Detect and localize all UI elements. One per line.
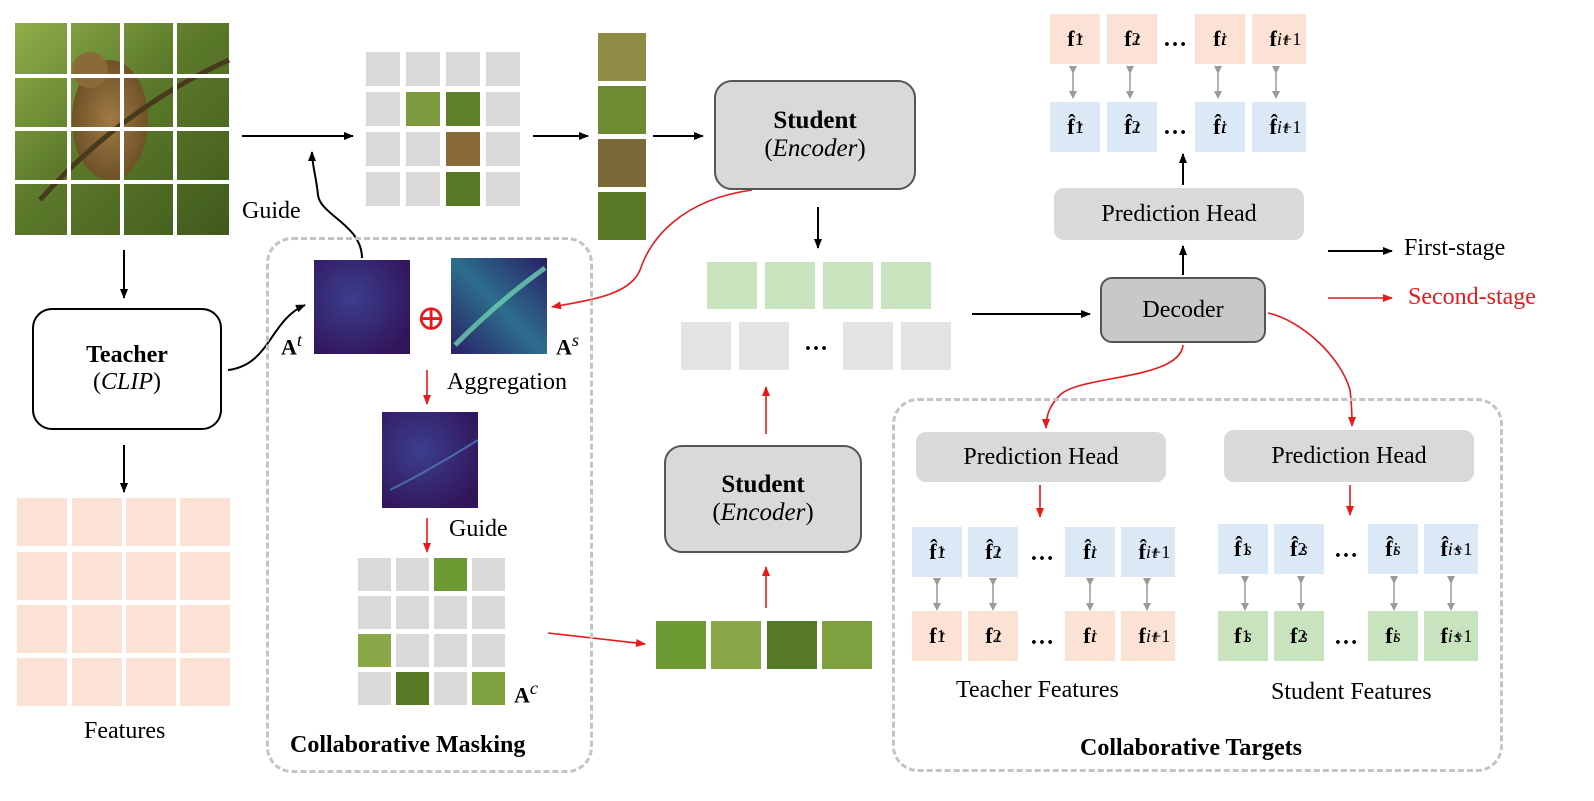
- decoder-label: Decoder: [1142, 296, 1224, 323]
- dots: …: [1334, 624, 1358, 650]
- teacher-feature-grid: [17, 498, 230, 706]
- collab-mask-grid: [358, 558, 505, 705]
- features-label: Features: [84, 718, 166, 744]
- token-dots: …: [804, 330, 828, 356]
- guide-label-mid: Guide: [449, 516, 508, 542]
- collab-targets-label: Collaborative Targets: [1080, 735, 1302, 761]
- decoder-box: Decoder: [1100, 277, 1266, 343]
- legend-second-stage: Second-stage: [1408, 284, 1536, 310]
- student-bottom-title: Student: [721, 471, 805, 498]
- visible-patches-top: [598, 33, 646, 240]
- attn-student-label: As: [556, 330, 580, 360]
- legend-first-stage: First-stage: [1404, 235, 1506, 261]
- dots: …: [1334, 537, 1358, 563]
- aggregation-label: Aggregation: [447, 369, 567, 395]
- visible-patches-bottom: [656, 621, 872, 669]
- attn-teacher-label: At: [281, 330, 302, 360]
- collab-masking-label: Collaborative Masking: [290, 732, 526, 758]
- dots: …: [1030, 624, 1054, 650]
- teacher-features-label: Teacher Features: [956, 677, 1119, 703]
- student-features-label: Student Features: [1271, 679, 1432, 705]
- dots: …: [1163, 26, 1187, 52]
- prediction-head-top: Prediction Head: [1054, 188, 1304, 240]
- student-bottom-sub: (Encoder): [712, 499, 814, 526]
- attn-collab-label: Ac: [514, 678, 539, 708]
- student-top-sub: (Encoder): [764, 135, 866, 162]
- prediction-head-student-label: Prediction Head: [1271, 442, 1427, 469]
- guide-label-top: Guide: [242, 198, 301, 224]
- dots: …: [1163, 114, 1187, 140]
- student-encoder-top: Student (Encoder): [714, 80, 916, 190]
- masked-grid-top: [366, 52, 520, 206]
- aggregated-attention-map: [382, 412, 478, 508]
- student-top-title: Student: [773, 107, 857, 134]
- dots: …: [1030, 540, 1054, 566]
- prediction-head-teacher: Prediction Head: [916, 432, 1166, 482]
- oplus-symbol: ⊕: [416, 298, 447, 338]
- encoded-tokens: [681, 262, 951, 370]
- input-image: [15, 23, 231, 235]
- collab-masking-region: [266, 237, 593, 773]
- teacher-title: Teacher: [86, 342, 168, 368]
- collab-targets-region: [892, 398, 1503, 772]
- student-encoder-bottom: Student (Encoder): [664, 445, 862, 553]
- prediction-head-teacher-label: Prediction Head: [963, 443, 1119, 470]
- teacher-attention-map: [314, 260, 410, 354]
- prediction-head-student: Prediction Head: [1224, 430, 1474, 482]
- prediction-head-top-label: Prediction Head: [1101, 200, 1257, 227]
- teacher-box: Teacher (CLIP): [32, 308, 222, 430]
- teacher-sub: (CLIP): [92, 369, 161, 395]
